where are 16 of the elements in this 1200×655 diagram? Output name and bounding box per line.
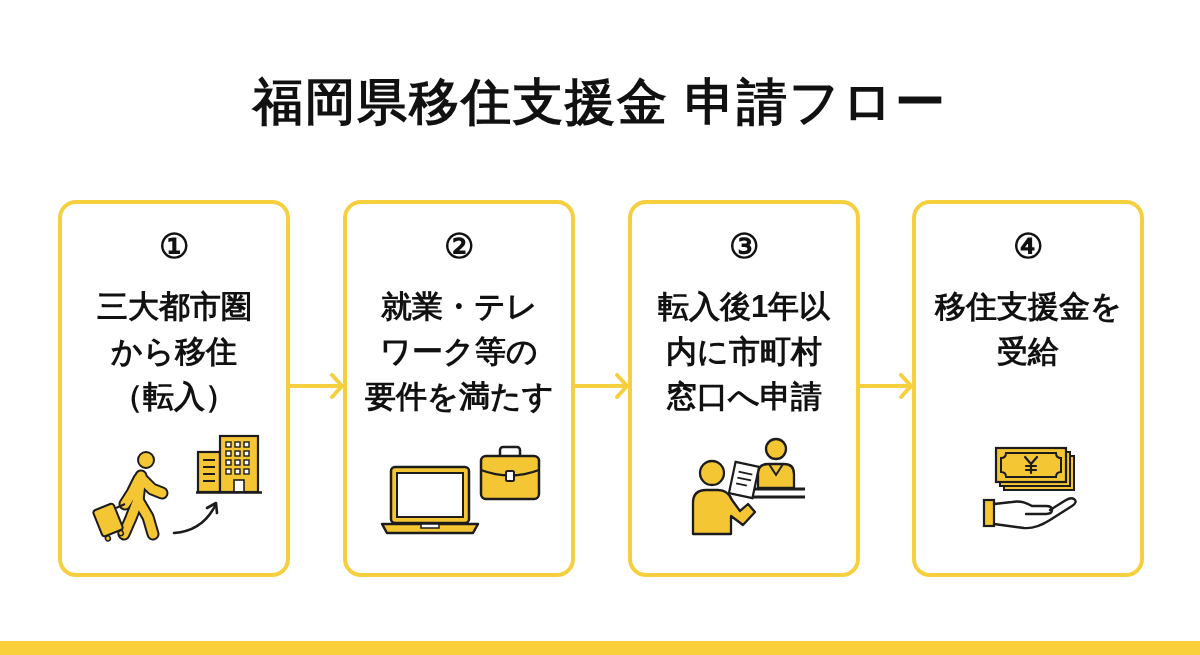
step-box bbox=[912, 200, 1144, 577]
arrow bbox=[575, 373, 629, 399]
title: 福岡県移住支援金 申請フロー bbox=[250, 73, 948, 132]
step-box bbox=[628, 200, 860, 577]
step-text: 転入後1年以内に市町村窓口へ申請 bbox=[656, 288, 832, 416]
step-box bbox=[343, 200, 575, 577]
step-number: ④ bbox=[1012, 226, 1044, 267]
step-text: 就業・テレワーク等の要件を満たす bbox=[363, 288, 555, 416]
step-text: 移住支援金を受給 bbox=[933, 288, 1123, 371]
step-number: ② bbox=[443, 226, 475, 267]
step-number: ① bbox=[158, 226, 190, 267]
step-number: ③ bbox=[728, 226, 760, 267]
step-text: 三大都市圏から移住（転入） bbox=[95, 288, 253, 416]
arrow bbox=[860, 373, 913, 399]
arrow bbox=[290, 373, 344, 399]
step-box bbox=[58, 200, 290, 577]
